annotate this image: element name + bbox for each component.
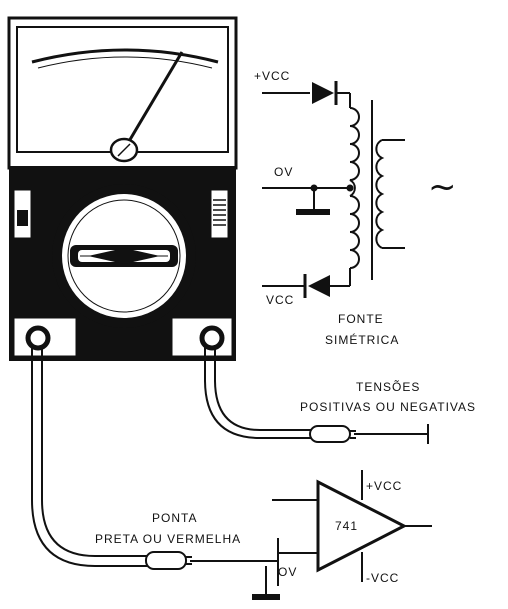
meter-needle (123, 51, 184, 149)
center-tap-node (310, 184, 318, 192)
left-jack[interactable] (25, 325, 51, 351)
left-probe[interactable] (145, 551, 210, 570)
opamp-741 (252, 470, 432, 600)
probe-label-line1: PONTA (152, 511, 197, 525)
opamp-ground-label: OV (278, 565, 297, 579)
meter-window (16, 26, 229, 153)
right-switch-ridges (213, 199, 226, 226)
supply-caption-line1: FONTE (338, 312, 384, 326)
pivot-screw-slot (117, 143, 131, 157)
meter-scale-arc (31, 48, 219, 64)
vcc-negative-label: VCC (266, 293, 294, 307)
ground-label: OV (274, 165, 293, 179)
right-switch[interactable] (210, 189, 229, 239)
center-tap-node-coil (346, 184, 354, 192)
power-supply (262, 92, 405, 287)
probe-wires (31, 345, 312, 567)
multimeter (7, 16, 238, 361)
diode-top (312, 81, 338, 105)
ac-symbol: ~ (428, 167, 457, 207)
opamp-vcc-positive: +VCC (366, 479, 402, 493)
right-jack[interactable] (199, 325, 225, 351)
ground-bar (296, 209, 330, 215)
left-switch-slider (17, 210, 28, 226)
supply-caption-line2: SIMÉTRICA (325, 332, 399, 347)
right-probe[interactable] (309, 424, 429, 444)
diode-bottom (303, 274, 330, 298)
opamp-vcc-negative: -VCC (366, 571, 399, 585)
voltages-label-line2: POSITIVAS OU NEGATIVAS (300, 400, 476, 414)
voltages-label-line1: TENSÕES (356, 379, 420, 394)
meter-scale-arc-inner (37, 56, 213, 69)
opamp-label: 741 (335, 519, 358, 533)
vcc-positive-label: +VCC (254, 69, 290, 83)
probe-label-line2: PRETA OU VERMELHA (95, 532, 241, 546)
selector-knob[interactable] (70, 245, 178, 267)
